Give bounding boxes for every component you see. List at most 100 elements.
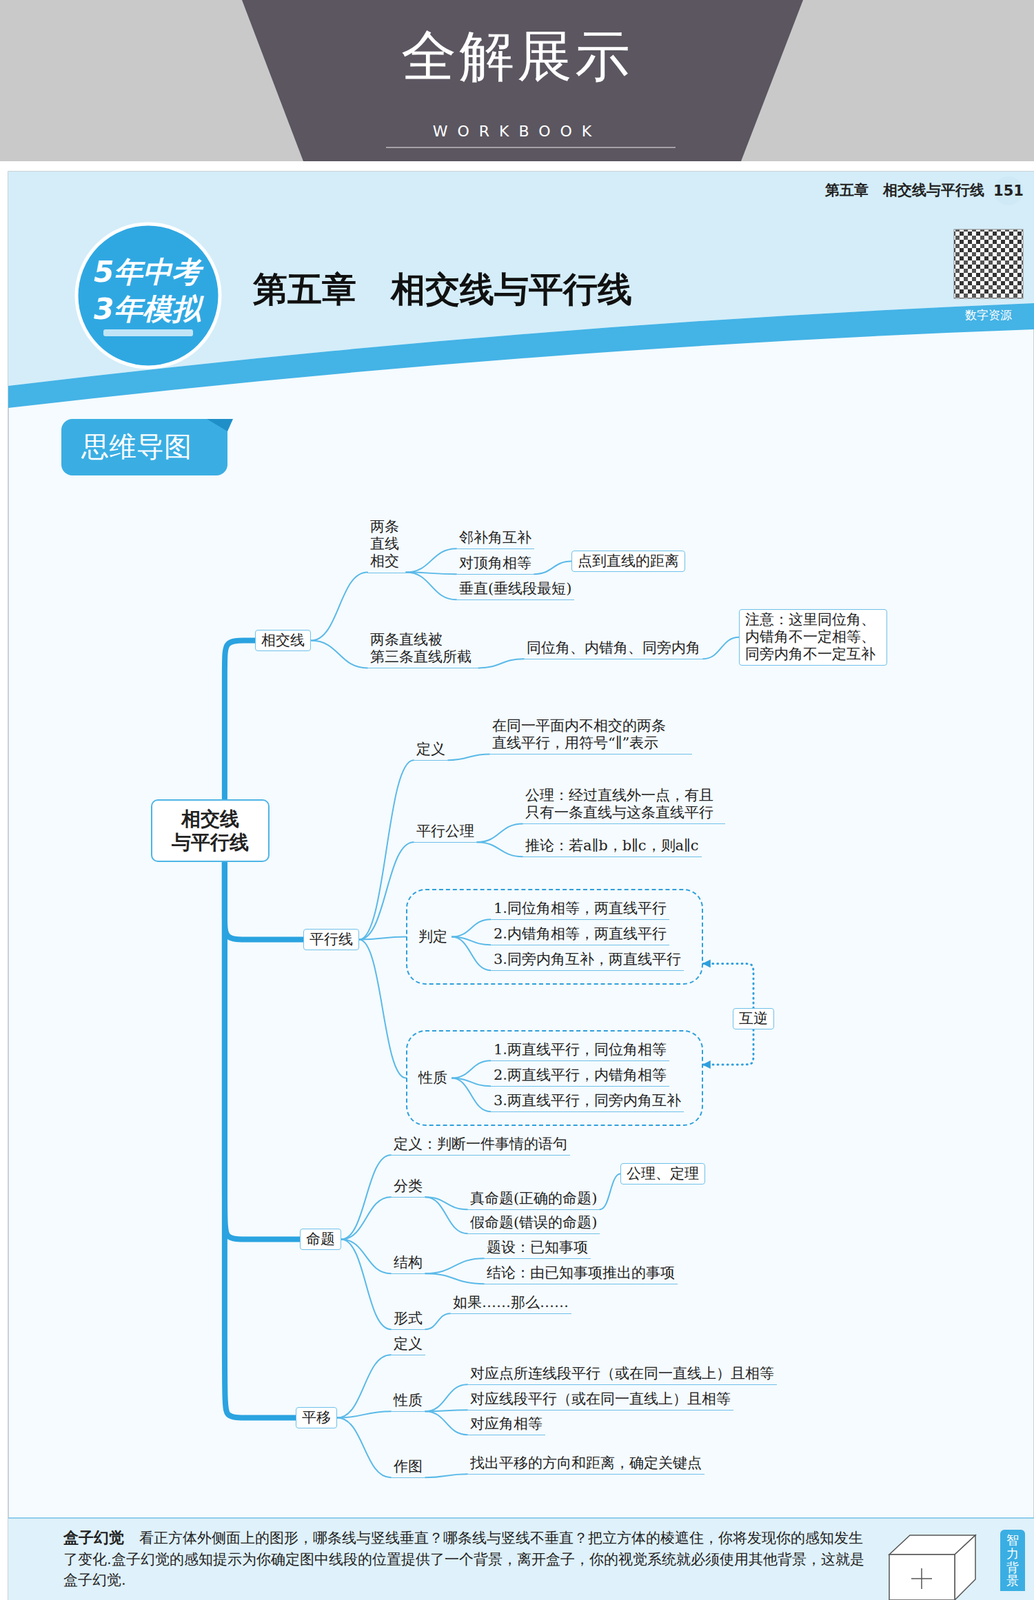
group-branches — [451, 919, 491, 1112]
topic-text: 找出平移的方向和距离，确定关键点 — [467, 1455, 705, 1476]
logo-strip — [103, 329, 194, 337]
node-text: 1.两直线平行，同位角相等 — [493, 1041, 667, 1059]
dashed-group: 判定1.同位角相等，两直线平行2.内错角相等，两直线平行3.同旁内角互补，两直线… — [406, 889, 704, 986]
topic-text: 2.内错角相等，两直线平行 — [490, 925, 670, 946]
branch-line — [425, 1410, 468, 1412]
topic-text: 两条直线被 第三条直线所截 — [367, 631, 479, 669]
main-branch — [224, 862, 304, 940]
node-text: 1.同位角相等，两直线平行 — [493, 900, 667, 918]
topic-text: 真命题(正确的命题) — [467, 1190, 600, 1211]
note-band: 盒子幻觉看正方体外侧面上的图形，哪条线与竖线垂直？哪条线与竖线不垂直？把立方体的… — [8, 1517, 1034, 1600]
branch-line — [341, 1155, 391, 1240]
node-text: 分类 — [393, 1178, 423, 1196]
qr-code — [954, 229, 1023, 299]
branch-line — [425, 1197, 468, 1234]
branch-line — [359, 940, 407, 1079]
main-branch — [224, 862, 300, 1240]
topic-box: 互逆 — [732, 1008, 775, 1030]
page-number: 151 — [993, 182, 1024, 200]
node-text: 邻补角互补 — [459, 529, 532, 547]
node-text: 假命题(错误的命题) — [470, 1214, 597, 1232]
topic-box: 公理、定理 — [620, 1163, 706, 1185]
node-text: 结论：由已知事项推出的事项 — [486, 1264, 675, 1283]
topic-text: 邻补角互补 — [456, 529, 535, 550]
node-text: 作图 — [393, 1458, 423, 1476]
qr-caption: 数字资源 — [965, 308, 1012, 322]
topic-text: 作图 — [390, 1458, 426, 1479]
node-text: 如果……那么…… — [452, 1294, 569, 1312]
topic-text: 同位角、内错角、同旁内角 — [523, 639, 704, 660]
branch-line — [341, 1240, 391, 1275]
branch-line — [703, 637, 739, 660]
branch-line — [406, 548, 457, 573]
cube-side — [954, 1535, 976, 1600]
node-text: 对应点所连线段平行（或在同一直线上）且相等 — [470, 1365, 775, 1383]
section-tab-text: 思维导图 — [81, 430, 192, 464]
topic-text: 对顶角相等 — [456, 554, 535, 575]
note-band-ground — [8, 1517, 1034, 1600]
branch-line — [425, 1258, 484, 1274]
group-branch — [451, 1060, 491, 1079]
node-text: 对应线段平行（或在同一直线上）且相等 — [470, 1391, 731, 1409]
branch-line — [534, 561, 572, 575]
branch-line — [425, 1313, 451, 1330]
topic-text: 对应线段平行（或在同一直线上）且相等 — [467, 1391, 734, 1412]
node-text: 公理、定理 — [626, 1165, 699, 1183]
branch-line — [477, 842, 523, 857]
node-text: 平移 — [301, 1409, 331, 1427]
topic-text: 定义：判断一件事情的语句 — [390, 1136, 571, 1157]
main-branch — [224, 862, 296, 1418]
banner-trapezoid — [241, 0, 804, 162]
branch-line — [310, 572, 368, 642]
inverse-arrow — [703, 963, 754, 1009]
topic-text: 公理：经过直线外一点，有且 只有一条直线与这条直线平行 — [522, 787, 726, 825]
node-text: 找出平移的方向和距离，确定关键点 — [470, 1455, 702, 1473]
node-text: 2.内错角相等，两直线平行 — [493, 925, 667, 944]
chapter-title: 第五章 相交线与平行线 — [252, 268, 633, 311]
topic-text: 结构 — [390, 1254, 426, 1275]
top-banner — [0, 0, 1034, 162]
topic-text: 定义 — [413, 741, 449, 762]
node-text: 性质 — [393, 1392, 423, 1410]
section-tab — [61, 419, 228, 476]
topic-text: 在同一平面内不相交的两条 直线平行，用符号“∥”表示 — [489, 717, 693, 755]
node-text: 2.两直线平行，内错角相等 — [493, 1067, 667, 1085]
branch-line — [337, 1411, 391, 1418]
branch-line — [425, 1411, 468, 1436]
topic-text: 对应角相等 — [467, 1415, 546, 1436]
topic-text: 形式 — [390, 1310, 426, 1331]
topic-text: 1.两直线平行，同位角相等 — [490, 1041, 670, 1062]
logo-text: 3年模拟 — [93, 292, 201, 327]
edge-group — [224, 548, 754, 1478]
topic-text: 平行公理 — [413, 823, 478, 844]
topic-text: 3.同旁内角互补，两直线平行 — [490, 951, 684, 972]
node-text: 相交线 — [261, 632, 305, 650]
branch-line — [425, 1384, 468, 1412]
node-text: 对应角相等 — [470, 1415, 543, 1434]
node-text: 题设：已知事项 — [486, 1239, 589, 1257]
topic-box: 点到直线的距离 — [571, 550, 686, 573]
node-text: 性质 — [418, 1069, 448, 1088]
branch-line — [337, 1355, 391, 1418]
node-text: 推论：若a∥b，b∥c，则a∥c — [525, 837, 699, 855]
topic-text: 性质 — [390, 1392, 426, 1413]
topic-text: 2.两直线平行，内错角相等 — [490, 1067, 670, 1088]
page-sheet — [8, 171, 1034, 1600]
topic-box: 平移 — [295, 1407, 338, 1429]
node-text: 对顶角相等 — [459, 554, 532, 573]
topic-text: 题设：已知事项 — [483, 1239, 591, 1260]
series-logo — [76, 224, 220, 368]
branch-line — [310, 641, 368, 669]
node-text: 点到直线的距离 — [577, 552, 679, 571]
node-text: 垂直(垂线段最短) — [459, 580, 572, 598]
branch-line — [359, 937, 407, 941]
node-text: 3.同旁内角互补，两直线平行 — [493, 951, 682, 969]
branch-line — [425, 1474, 468, 1478]
branch-line — [406, 572, 457, 601]
node-text: 定义 — [393, 1335, 423, 1354]
topic-text: 对应点所连线段平行（或在同一直线上）且相等 — [467, 1365, 777, 1386]
inverse-arrow — [703, 1029, 754, 1066]
main-branch — [224, 641, 256, 800]
topic-box: 命题 — [299, 1229, 342, 1251]
topic-text: 分类 — [390, 1178, 426, 1199]
